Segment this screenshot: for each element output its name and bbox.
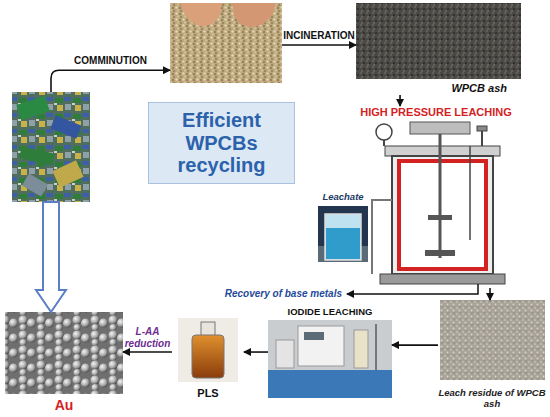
reactor-drawing	[372, 122, 505, 284]
edge-label: COMMINUTION	[66, 55, 156, 67]
process-note: Recovery of base metals	[206, 288, 342, 300]
bench	[318, 246, 368, 262]
iodide-photo-art	[268, 320, 392, 398]
ash-photo: WPCB ash	[356, 3, 521, 95]
board-photo-art	[12, 92, 90, 202]
node-text: Efficient WPCBs recycling	[149, 109, 294, 176]
stand	[375, 324, 377, 372]
residue-photo-art	[440, 300, 545, 380]
au-sem-image	[5, 312, 123, 394]
residue-photo: Leach residue of WPCB ash	[438, 300, 546, 410]
gauge-stem	[383, 140, 385, 146]
residue-fill	[440, 300, 545, 380]
flow-arrow	[392, 344, 438, 346]
pls-photo-art	[178, 318, 238, 382]
leachate-background	[318, 206, 368, 262]
water-bath	[268, 370, 392, 398]
reactor-base	[380, 274, 505, 284]
hand-shape	[180, 3, 222, 26]
heating-jacket	[399, 161, 486, 269]
board-piece	[16, 96, 49, 120]
board-photo	[12, 92, 90, 202]
node-text: HIGH PRESSURE LEACHING	[350, 106, 522, 119]
ash-fill	[356, 3, 521, 79]
shredded-photo	[170, 3, 282, 83]
beaker	[325, 214, 361, 260]
instrument	[298, 326, 344, 366]
valve-pipe	[481, 128, 483, 146]
pls-background	[178, 318, 238, 382]
node-text: WPCB ash	[356, 82, 521, 95]
flow-arrow	[123, 351, 172, 353]
node-text: Leachate	[312, 192, 374, 203]
board-piece	[52, 160, 83, 187]
edge-label: INCINERATION	[274, 30, 364, 42]
ash-photo-art	[356, 3, 521, 79]
instrument	[276, 340, 294, 368]
flow-arrow	[399, 95, 401, 106]
shredded-fill	[170, 3, 282, 83]
side-pipe	[372, 200, 392, 274]
flow-arrow	[489, 288, 491, 300]
reactor-vessel	[392, 156, 493, 274]
flow-arrow	[244, 351, 268, 353]
reactor-node: HIGH PRESSURE LEACHING	[350, 106, 522, 288]
reactor-lid	[385, 146, 500, 156]
board-photo-fill	[12, 92, 90, 202]
bottle-neck	[201, 322, 215, 336]
iodide-photo: IODIDE LEACHING	[268, 307, 392, 398]
flow-arrow	[282, 44, 356, 46]
node-text: IODIDE LEACHING	[268, 307, 392, 318]
au-photo: Au	[5, 312, 123, 413]
edge-label: L-AA reduction	[124, 326, 172, 349]
shredded-photo-art	[170, 3, 282, 83]
board-piece	[50, 115, 81, 138]
process-box: Efficient WPCBs recycling	[148, 102, 295, 184]
stirrer-shaft	[439, 134, 442, 258]
thermocouple	[469, 146, 471, 240]
flow-arrow	[51, 70, 170, 92]
impeller	[428, 215, 452, 220]
motor	[410, 122, 470, 134]
leachate-photo: Leachate	[312, 192, 374, 264]
impeller	[425, 250, 455, 256]
pressure-gauge	[376, 124, 392, 140]
hollow-arrow	[36, 202, 66, 312]
au-photo-art	[5, 312, 123, 394]
bottle	[354, 330, 368, 368]
node-text: PLS	[172, 387, 244, 400]
bottle-liquid	[192, 335, 224, 378]
board-piece	[19, 147, 55, 166]
leachate-photo-art	[318, 206, 368, 262]
node-text: Leach residue of WPCB ash	[438, 388, 546, 410]
board-piece	[22, 173, 48, 196]
valve	[477, 126, 487, 131]
lab-background	[268, 320, 392, 398]
blue-liquid	[326, 228, 360, 259]
node-text: Au	[5, 397, 123, 413]
pls-photo: PLS	[172, 318, 244, 400]
recovery-arrow	[347, 284, 478, 294]
hand-shape	[232, 3, 276, 27]
instrument-display	[304, 332, 324, 340]
